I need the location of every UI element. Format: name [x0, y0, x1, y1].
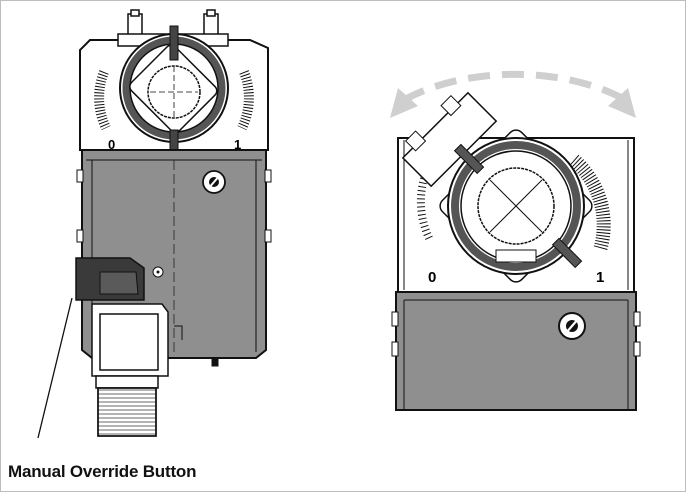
manual-override-button: [75, 257, 145, 301]
left-adjust-icon: [202, 170, 226, 194]
right-housing: [395, 291, 637, 411]
left-scale-label-1: 1: [234, 137, 241, 152]
right-actuator: 0 1: [390, 70, 641, 411]
left-cable-gland: [91, 303, 169, 437]
right-scale-label-1: 1: [596, 269, 604, 286]
manual-override-caption: Manual Override Button: [8, 462, 197, 481]
override-pointer-line: [37, 297, 73, 439]
right-adjust-icon: [558, 312, 586, 340]
rotation-arrow: [390, 70, 636, 118]
left-scale-label-0: 0: [108, 137, 115, 152]
right-scale-label-0: 0: [428, 269, 436, 286]
left-actuator: 0 1: [37, 9, 272, 439]
